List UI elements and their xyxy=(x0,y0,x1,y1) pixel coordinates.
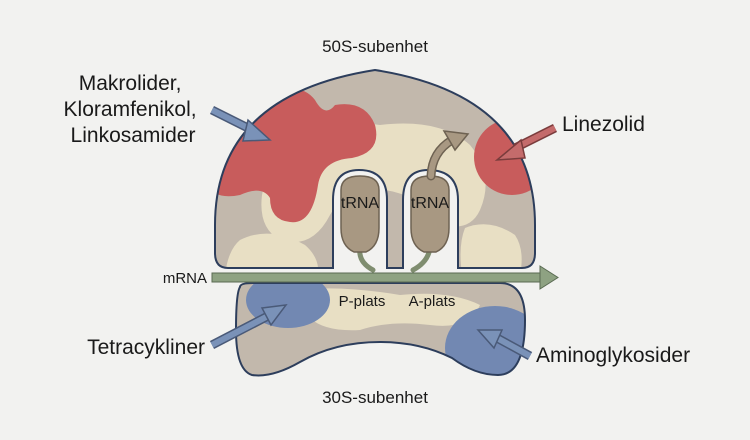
a-site-label: A-plats xyxy=(409,293,456,310)
trna-a-site xyxy=(410,130,470,273)
macrolides-label-line-3: Linkosamider xyxy=(71,124,196,147)
p-site-label: P-plats xyxy=(339,293,386,310)
large-subunit-label: 50S-subenhet xyxy=(322,37,428,56)
large-subunit-light-region-2 xyxy=(225,233,319,268)
mrna-bar xyxy=(211,272,543,283)
large-subunit-outline xyxy=(214,68,536,269)
macrolides-label: Makrolider, Kloramfenikol, Linkosamider xyxy=(64,72,203,147)
large-subunit-light-region-3 xyxy=(460,224,522,268)
arrow-tetracyclines xyxy=(209,304,288,349)
mrna-strand xyxy=(211,265,559,290)
large-subunit xyxy=(214,68,536,269)
arrow-aminoglycosides xyxy=(476,329,533,360)
small-subunit-label: 30S-subenhet xyxy=(322,388,428,407)
trna-a-body xyxy=(410,175,450,253)
macrolides-label-line-2: Kloramfenikol, xyxy=(64,98,197,121)
trna-p-body xyxy=(340,175,380,253)
arrow-linezolid xyxy=(494,123,558,161)
mrna-arrowhead xyxy=(539,265,559,290)
linezolid-label: Linezolid xyxy=(562,113,645,136)
peptide-transfer-arrowhead xyxy=(442,130,470,152)
trna-p-label: tRNA xyxy=(341,195,380,212)
tetracyclines-label: Tetracykliner xyxy=(87,336,205,359)
trna-a-label: tRNA xyxy=(411,195,450,212)
aminoglycosides-label: Aminoglykosider xyxy=(536,344,690,367)
aminoglycoside-binding-site xyxy=(445,306,525,376)
small-subunit-outline xyxy=(234,282,527,377)
small-subunit-light-region xyxy=(299,288,480,331)
mrna-label: mRNA xyxy=(163,270,207,287)
macrolides-label-line-1: Makrolider, xyxy=(79,72,182,95)
arrow-macrolides xyxy=(209,105,272,142)
trna-p-site xyxy=(340,175,380,273)
